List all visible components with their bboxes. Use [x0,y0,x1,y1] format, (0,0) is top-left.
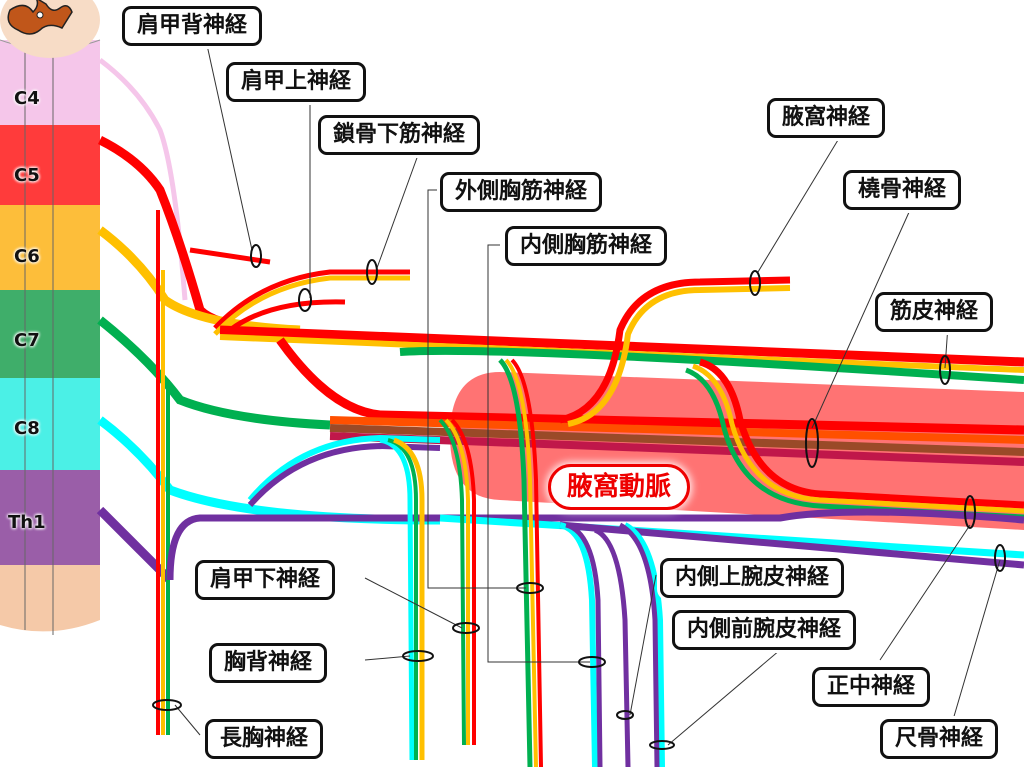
nerve-markers [152,244,1006,750]
axillary-artery-label: 腋窩動脈 [548,464,691,510]
label-ulnar-nerve: 尺骨神経 [880,719,999,759]
cord-segment-th1 [0,470,100,570]
segment-label-c6: C6 [14,246,40,267]
segment-label-c5: C5 [14,165,40,186]
label-long-thoracic-nerve: 長胸神経 [205,719,324,759]
label-medial-brachial-cutaneous-nerve: 内側上腕皮神経 [660,558,845,598]
segment-label-th1: Th1 [8,512,46,533]
label-subclavius-nerve: 鎖骨下筋神経 [318,115,481,155]
cord-segment-c8 [0,378,100,478]
cord-segment-c6 [0,205,100,297]
segment-label-c7: C7 [14,330,40,351]
label-axillary-nerve: 腋窩神経 [767,98,886,138]
label-median-nerve: 正中神経 [812,667,931,707]
cord-segment-c7 [0,290,100,385]
label-musculocutaneous-nerve: 筋皮神経 [875,292,994,332]
label-suprascapular-nerve: 肩甲上神経 [226,62,367,102]
label-medial-pectoral-nerve: 内側胸筋神経 [505,226,668,266]
cord-segment-c5 [0,125,100,213]
label-medial-antebrachial-cutaneous-nerve: 内側前腕皮神経 [672,610,857,650]
label-radial-nerve: 橈骨神経 [843,170,962,210]
label-dorsal-scapular-nerve: 肩甲背神経 [122,6,263,46]
label-lateral-pectoral-nerve: 外側胸筋神経 [440,172,603,212]
label-subscapular-nerve: 肩甲下神経 [195,560,336,600]
leader-lines [174,44,1001,746]
cord-segment-lower [0,565,100,632]
segment-label-c8: C8 [14,418,40,439]
segment-label-c4: C4 [14,88,40,109]
label-thoracodorsal-nerve: 胸背神経 [209,643,328,683]
spinal-cord [0,0,101,635]
